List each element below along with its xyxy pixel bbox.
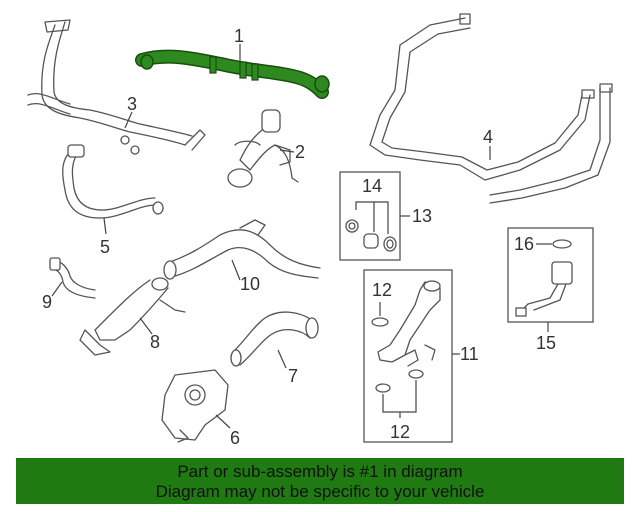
box-15 [507, 227, 594, 323]
leader-line-10 [231, 259, 241, 281]
part-3-hose-assembly[interactable] [27, 19, 206, 155]
parts-diagram: 1 3 2 4 5 [27, 13, 613, 448]
leader-line-5 [103, 217, 107, 235]
callout-7: 7 [288, 366, 298, 386]
callout-11: 11 [460, 344, 479, 364]
part-7-hose[interactable] [230, 311, 319, 367]
part-2-thermostat-housing[interactable] [227, 109, 299, 188]
part-1-hose-highlighted[interactable] [135, 49, 330, 99]
callout-8: 8 [150, 332, 160, 352]
callout-5: 5 [100, 237, 110, 257]
callout-14: 14 [362, 176, 382, 196]
info-banner: Part or sub-assembly is #1 in diagram Di… [16, 458, 624, 504]
part-11-filler-neck[interactable] [377, 280, 441, 367]
part-9-small-hose[interactable] [49, 257, 96, 299]
part-10-pipe[interactable] [163, 219, 321, 280]
banner-line-1: Part or sub-assembly is #1 in diagram [177, 462, 463, 481]
leader-line-7 [277, 349, 287, 369]
callout-2: 2 [295, 142, 305, 162]
box-11 [363, 269, 453, 443]
callout-13: 13 [412, 206, 432, 226]
part-4-pipe-assembly[interactable] [369, 13, 613, 204]
part-16-gasket[interactable] [552, 239, 572, 249]
part-12-o-rings-lower[interactable] [375, 369, 424, 393]
leader-line-9 [51, 281, 63, 297]
callout-4: 4 [483, 127, 493, 147]
banner-line-2: Diagram may not be specific to your vehi… [155, 482, 485, 501]
leader-line-3 [124, 111, 133, 129]
leader-line-14 [355, 201, 389, 234]
part-14-seals[interactable] [345, 219, 397, 252]
leader-line-2 [279, 149, 295, 153]
callout-10: 10 [240, 274, 260, 294]
callout-9: 9 [42, 292, 52, 312]
callout-1: 1 [234, 26, 244, 46]
part-5-hose[interactable] [62, 144, 164, 219]
part-8-outlet-housing[interactable] [79, 277, 186, 356]
callout-15: 15 [536, 333, 556, 353]
part-15-sensor[interactable] [515, 261, 573, 317]
leader-line-8 [139, 317, 153, 335]
part-12-o-ring-upper[interactable] [371, 317, 389, 327]
leader-line-6 [215, 414, 231, 429]
callout-12a: 12 [372, 280, 392, 300]
callout-6: 6 [230, 428, 240, 448]
callout-3: 3 [127, 94, 137, 114]
callout-16: 16 [514, 234, 534, 254]
part-6-water-pump-housing[interactable] [161, 369, 229, 443]
callout-12b: 12 [390, 422, 410, 442]
